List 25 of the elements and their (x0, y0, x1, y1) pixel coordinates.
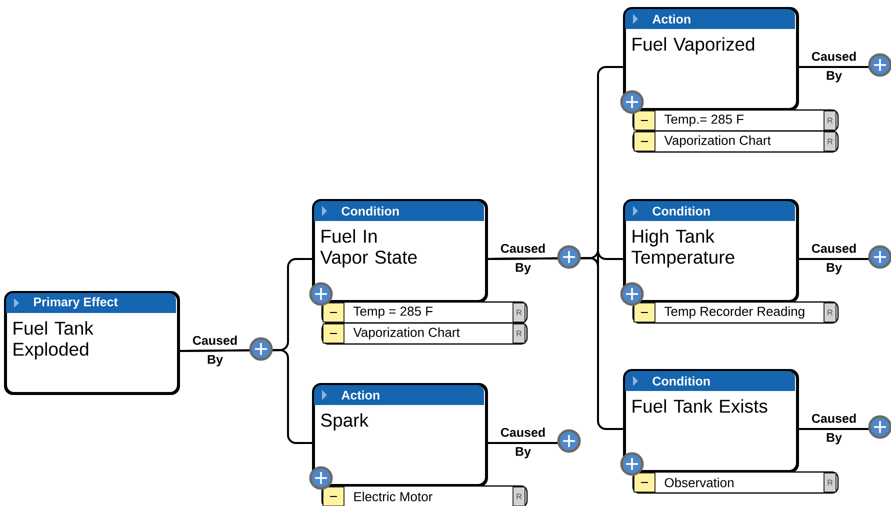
connector (798, 66, 871, 68)
tab-button: R (824, 472, 836, 492)
tab-button: R (824, 302, 836, 322)
cause-box: Condition Fuel In Vapor State (312, 199, 488, 303)
connector (487, 257, 624, 430)
connector (487, 442, 560, 444)
cause-box: Primary Effect Fuel Tank Exploded (4, 291, 180, 395)
edge-label: Caused By (812, 52, 856, 82)
cause-box: Condition Fuel Tank Exists (623, 369, 799, 473)
tab-button: R (824, 132, 836, 152)
cause-box: Condition High Tank Temperature (623, 199, 799, 303)
edge-label: Caused By (500, 428, 545, 458)
connector (178, 349, 313, 444)
cause-box: Action Fuel Vaporized (623, 7, 799, 111)
connector (798, 258, 871, 260)
edge-label: Caused By (192, 336, 237, 366)
tab-button: R (512, 302, 526, 322)
tab-button: R (512, 324, 526, 344)
cause-box: Action Spark (312, 383, 488, 487)
connector (798, 428, 871, 430)
tab-button: R (824, 110, 836, 130)
tab-button: R (512, 486, 526, 506)
edge-label: Caused By (812, 244, 856, 274)
edge-label: Caused By (500, 244, 545, 274)
edge-label: Caused By (812, 414, 856, 444)
